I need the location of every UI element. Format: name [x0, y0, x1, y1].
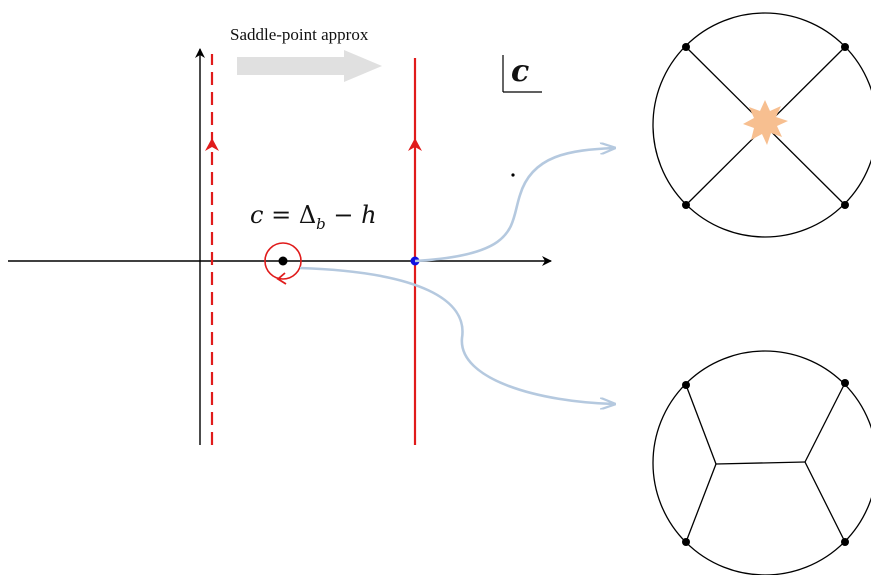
connector-lower [299, 266, 614, 404]
pole-circle [264, 242, 302, 280]
dashed-contour-arrow-icon [205, 138, 219, 151]
svg-text:c: c [511, 54, 529, 89]
solid-contour-arrow-icon [408, 138, 422, 151]
pole-label: c = Δb − h [250, 201, 377, 233]
connector-upper [414, 148, 614, 263]
approx-arrow [237, 50, 382, 82]
contact-diagram [652, 12, 871, 238]
approx-label: Saddle-point approx [230, 25, 369, 44]
pole-circle-arrow-icon [276, 272, 287, 285]
plane-label: c [502, 54, 542, 93]
pole-point [278, 256, 288, 266]
exchange-diagram [652, 350, 871, 575]
burst-icon [743, 100, 788, 145]
stray-dot [511, 173, 515, 177]
